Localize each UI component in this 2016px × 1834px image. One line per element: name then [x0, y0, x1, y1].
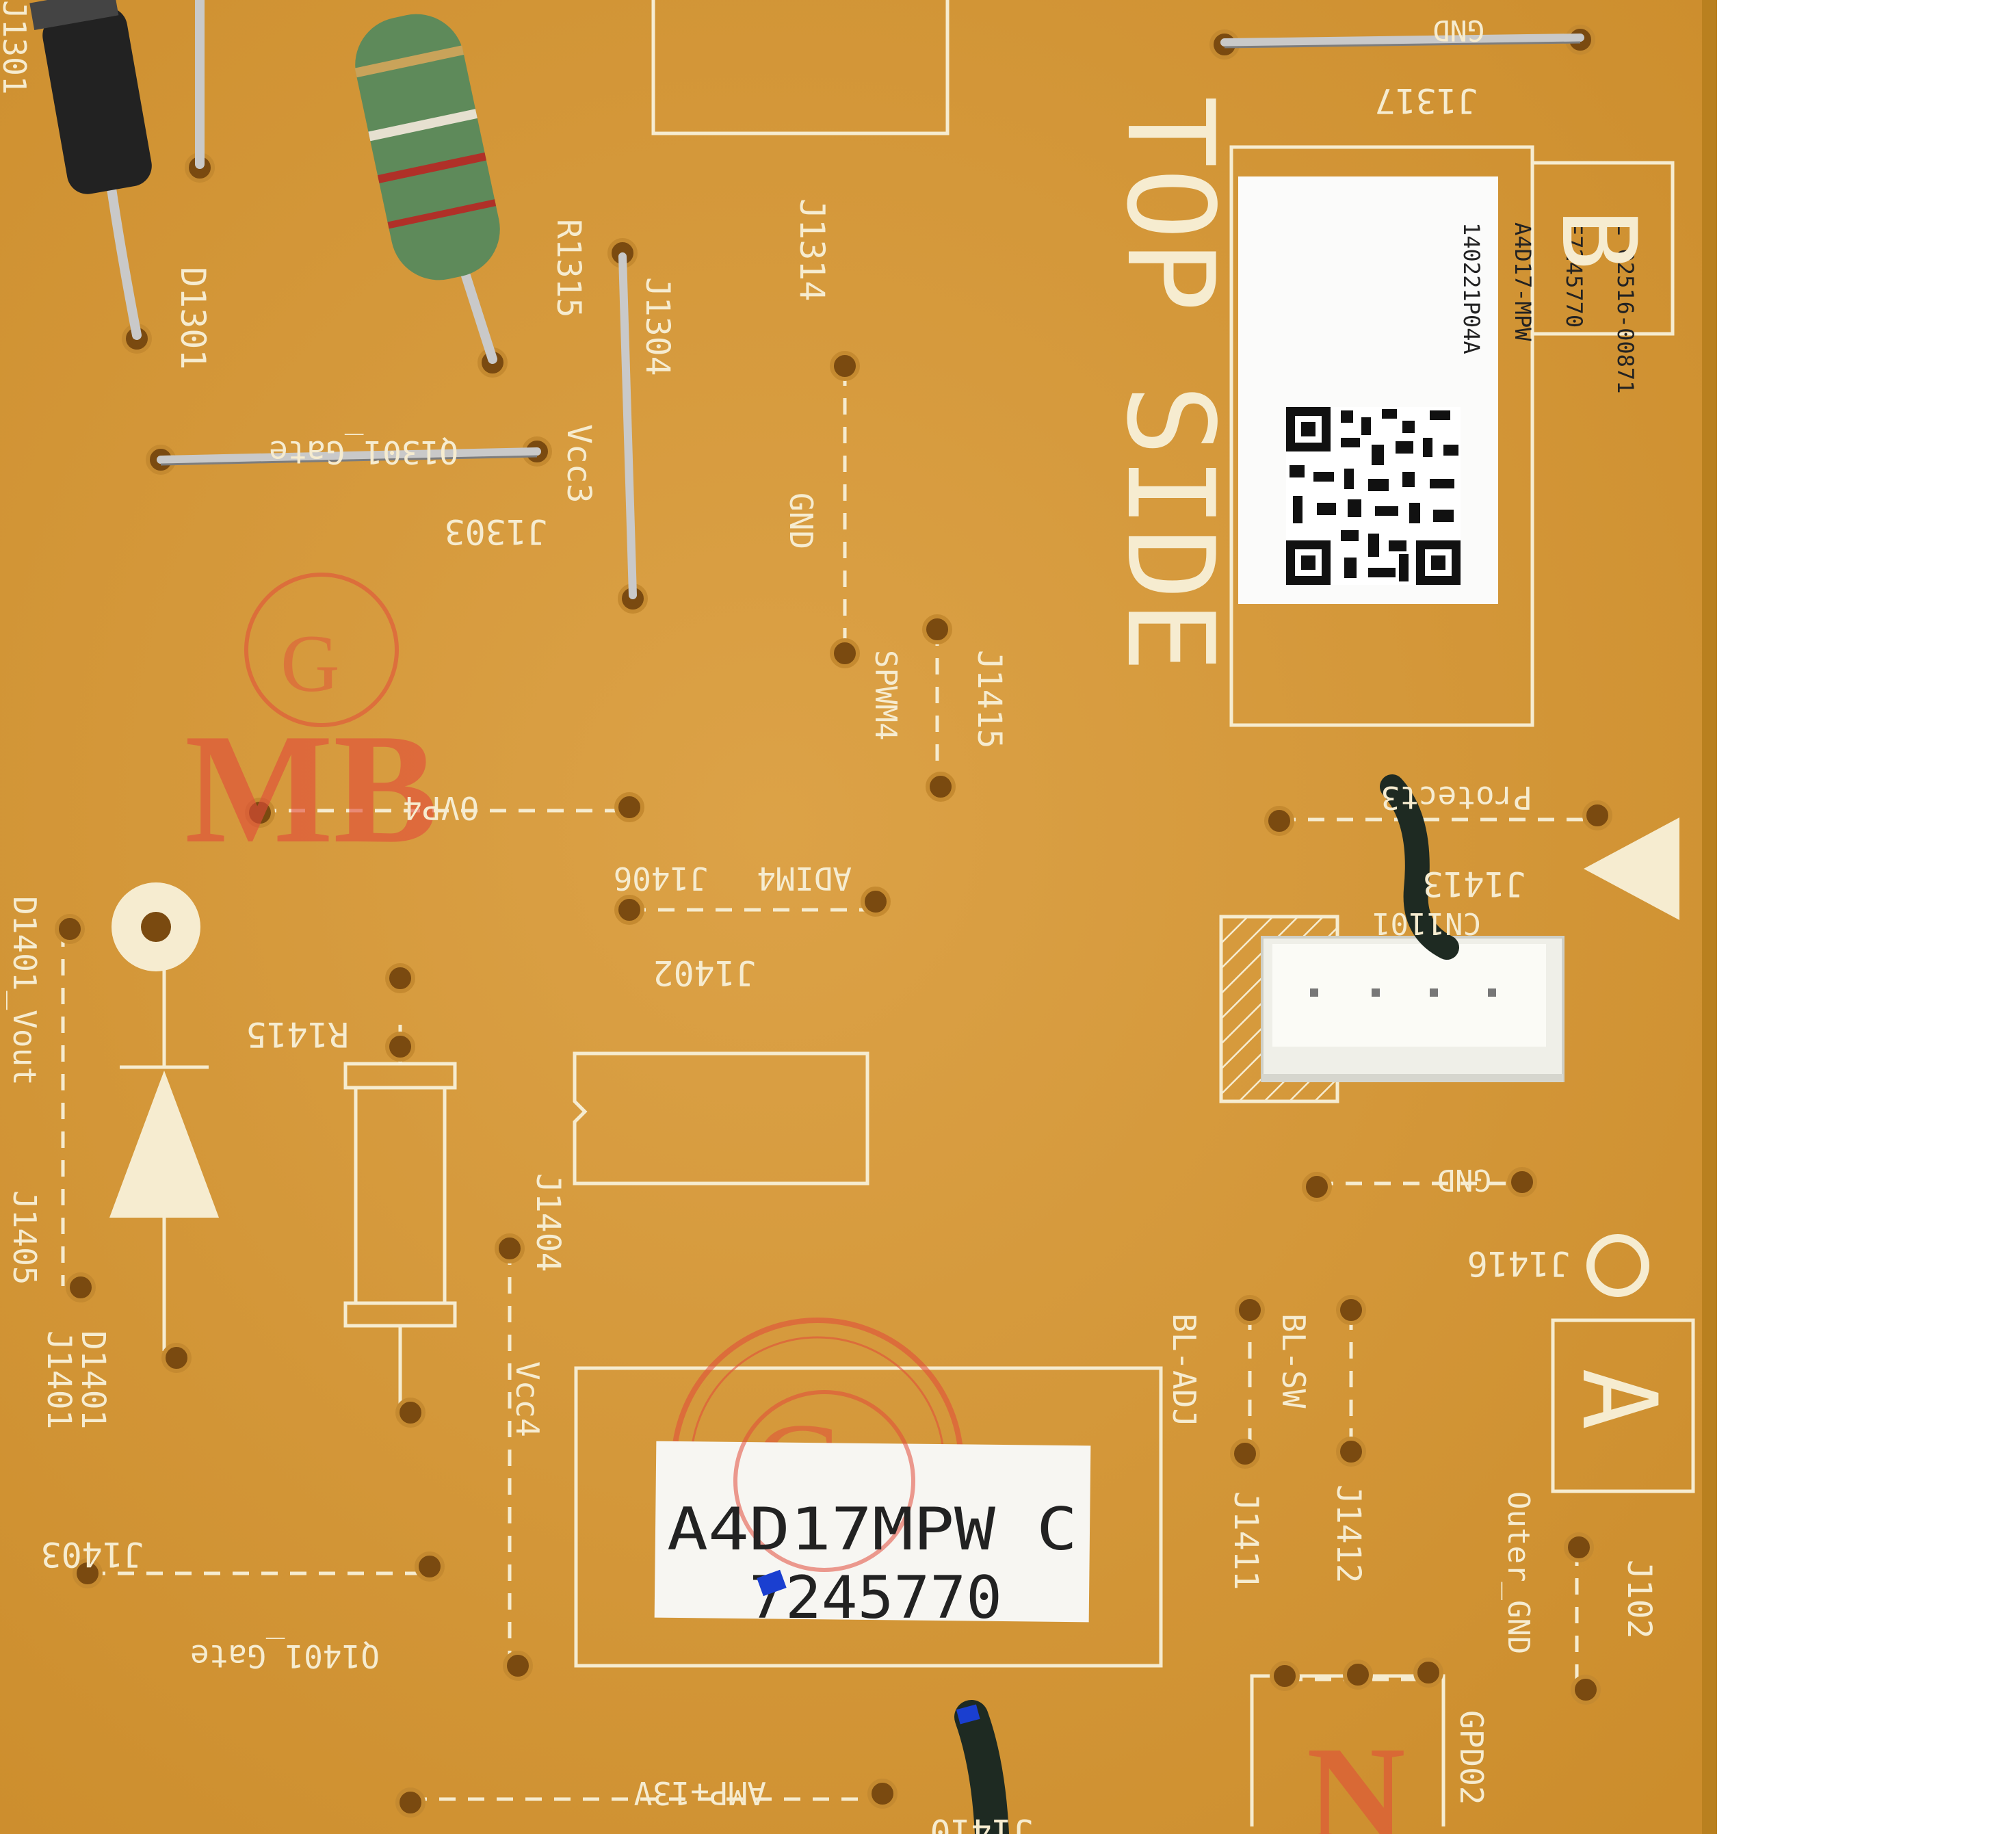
qr-line-4: L 02516-00871 — [1612, 222, 1638, 393]
silk-q1401-gate: Q1401_Gate — [190, 1638, 380, 1675]
qr-line-1: 140221P04A — [1458, 222, 1484, 354]
silk-j1405: J1405 — [6, 1190, 43, 1285]
silk-j102: J102 — [1620, 1560, 1658, 1639]
silk-vcc4: Vcc4 — [509, 1361, 546, 1437]
through-holes — [55, 25, 1612, 1818]
d1301-diode — [29, 0, 205, 340]
silk-j1415: J1415 — [970, 650, 1008, 749]
model-line-1: A4D17MPW C — [667, 1495, 1077, 1564]
silk-j1304: J1304 — [638, 277, 677, 376]
silk-j1406: J1406 — [614, 860, 708, 897]
silk-protect3: Protect3 — [1380, 779, 1532, 816]
silk-j1411: J1411 — [1227, 1491, 1265, 1590]
qr-sticker: 140221P04A A4D17-MPW E7245770 L 02516-00… — [1238, 176, 1638, 604]
silk-vcc3: Vcc3 — [560, 424, 598, 503]
silk-j1301: J1301 — [0, 0, 33, 94]
dashed-traces — [61, 369, 1597, 1801]
dark-wire-cn1101 — [1380, 774, 1459, 960]
qr-line-2: A4D17-MPW — [1510, 222, 1536, 341]
stamp-partial-bottom-right: N — [1307, 1719, 1405, 1834]
silk-r1415: R1415 — [246, 1014, 349, 1054]
d1401-diode-symbol — [109, 1071, 219, 1218]
qr-line-3: E7245770 — [1561, 222, 1587, 328]
silk-j1413: J1413 — [1422, 864, 1526, 904]
silk-gnd-top: GND — [1432, 14, 1484, 47]
stamp-g: G — [280, 618, 340, 709]
model-line-2: 7245770 — [749, 1564, 1002, 1632]
silk-d1401-vout: D1401_Vout — [6, 896, 43, 1086]
silk-j1402: J1402 — [653, 953, 756, 993]
silk-spwm4: SPWM4 — [868, 650, 903, 740]
silk-amp-13v: AMP+13V — [633, 1774, 766, 1811]
silk-mark-b: B — [1539, 209, 1658, 270]
stamp-mb: MB — [185, 701, 438, 876]
silk-j1416: J1416 — [1467, 1244, 1570, 1283]
silk-bl-adj: BL-ADJ — [1166, 1313, 1203, 1427]
silk-gnd-j1314: GND — [783, 493, 820, 549]
silk-bl-sw: BL-SW — [1275, 1313, 1312, 1409]
silk-j1404: J1404 — [529, 1173, 567, 1272]
board-right-edge — [1702, 0, 1717, 1834]
wire-jumpers — [157, 34, 1584, 599]
silk-r1315: R1315 — [549, 219, 588, 318]
silk-d1401: D1401 — [74, 1331, 112, 1430]
silk-j1303: J1303 — [444, 512, 547, 551]
silk-adim4: ADIM4 — [757, 860, 852, 897]
silk-j1317: J1317 — [1374, 81, 1478, 120]
cn1101-connector — [1261, 936, 1565, 1082]
model-sticker: A4D17MPW C 7245770 — [654, 1390, 1091, 1632]
silk-d1301: D1301 — [173, 267, 213, 370]
silk-cn1101: CN1101 — [1372, 906, 1481, 941]
silk-j1412: J1412 — [1329, 1484, 1367, 1584]
silk-j1314: J1314 — [792, 198, 832, 302]
mounting-ring — [1586, 1234, 1649, 1297]
silk-heading-top-side: TOP SIDE — [1100, 96, 1239, 672]
silk-gpd02: GPD02 — [1453, 1710, 1490, 1805]
r1315-resistor — [354, 14, 500, 364]
silk-q1301-gate: Q1301_Gate — [269, 434, 458, 471]
silk-j1403: J1403 — [40, 1534, 144, 1574]
silk-j1410: J1410 — [930, 1811, 1033, 1834]
silk-j1401: J1401 — [40, 1331, 78, 1430]
silk-gnd-j1416: GND — [1437, 1162, 1491, 1197]
silk-ovp4: OVP4 — [403, 789, 479, 826]
dark-wire-bottom — [954, 1700, 1009, 1834]
silk-mark-a: A — [1559, 1368, 1678, 1430]
qr-code — [1286, 407, 1461, 585]
silk-outer-gnd: Outer_GND — [1501, 1491, 1536, 1654]
